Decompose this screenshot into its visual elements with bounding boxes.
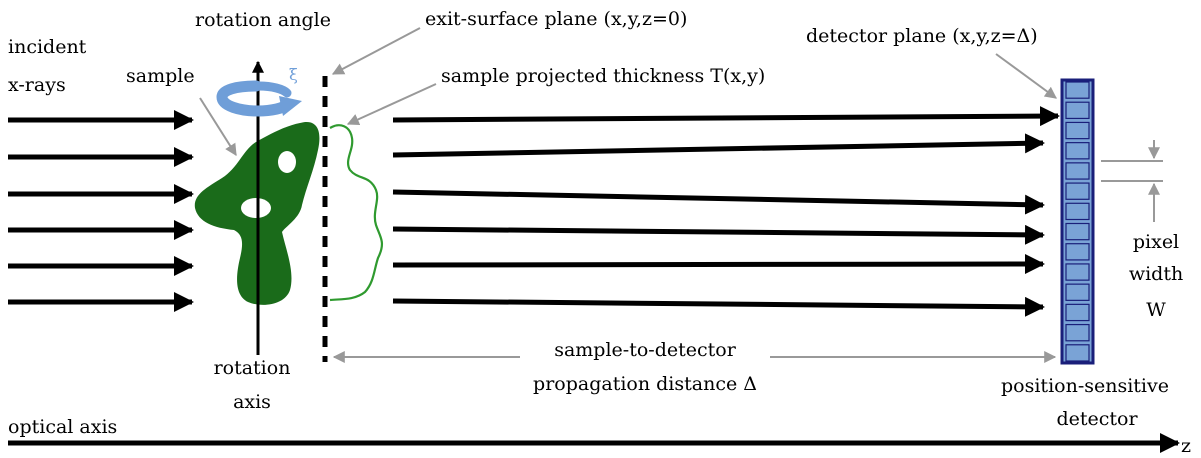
detector-pixel <box>1065 182 1090 200</box>
detector-pixel <box>1065 81 1090 99</box>
detector-pixel <box>1065 344 1090 362</box>
sample-label: sample <box>126 65 195 87</box>
exit-plane-label: exit-surface plane (x,y,z=0) <box>425 8 687 30</box>
propagated-ray <box>392 296 1045 317</box>
detector-label-line2: detector <box>1056 408 1138 430</box>
rotation-axis-label-line2: axis <box>233 391 271 413</box>
rotation-arrow-icon <box>216 80 302 117</box>
rotation-angle-label: rotation angle <box>195 9 331 31</box>
detector-pixel <box>1065 101 1090 120</box>
detector-array <box>1060 78 1095 365</box>
optical-axis-label: optical axis <box>8 416 117 438</box>
detector-pixel <box>1065 121 1090 140</box>
propagated-xray-arrows <box>392 106 1060 317</box>
rotation-symbol-xi: ξ <box>289 65 298 84</box>
distance-label-line2: propagation distance Δ <box>533 373 757 395</box>
sample-hole <box>278 151 296 173</box>
pixel-width-label-line2: width <box>1129 263 1183 285</box>
detector-pixel <box>1065 222 1090 241</box>
detector-pixel <box>1065 323 1090 342</box>
rotation-axis-label-line1: rotation <box>214 357 291 379</box>
detector-pixel <box>1065 142 1090 160</box>
detector-plane-pointer <box>995 53 1057 99</box>
incident-label-line1: incident <box>8 36 87 58</box>
detector-plane-label: detector plane (x,y,z=Δ) <box>806 25 1038 47</box>
projected-thickness-label: sample projected thickness T(x,y) <box>441 65 765 87</box>
thickness-curve <box>329 124 384 302</box>
propagated-ray <box>392 106 1060 127</box>
propagated-ray <box>392 224 1045 245</box>
detector-pixel <box>1065 162 1090 180</box>
pointer-lines <box>199 27 1057 157</box>
propagated-ray <box>392 189 1045 215</box>
detector-pixel <box>1065 283 1090 301</box>
detector-pixel <box>1065 243 1090 261</box>
incident-xray-arrows <box>8 110 194 312</box>
detector-label-line1: position-sensitive <box>1001 375 1169 397</box>
exit-plane-pointer <box>331 27 421 75</box>
detector-pixel <box>1065 303 1090 322</box>
sample-pointer <box>199 97 237 157</box>
distance-label-line1: sample-to-detector <box>554 339 736 361</box>
propagated-ray <box>392 254 1045 275</box>
pixel-width-label-line3: W <box>1146 299 1166 321</box>
pixel-width-label-line1: pixel <box>1133 231 1179 253</box>
pixel-width-marker <box>1101 140 1163 222</box>
propagated-ray <box>392 133 1045 158</box>
sample-hole <box>241 198 271 218</box>
z-axis-label: z <box>1181 435 1191 457</box>
incident-label-line2: x-rays <box>8 74 66 96</box>
detector-pixel <box>1065 202 1090 221</box>
thickness-pointer <box>346 83 437 125</box>
detector-pixel <box>1065 263 1090 281</box>
